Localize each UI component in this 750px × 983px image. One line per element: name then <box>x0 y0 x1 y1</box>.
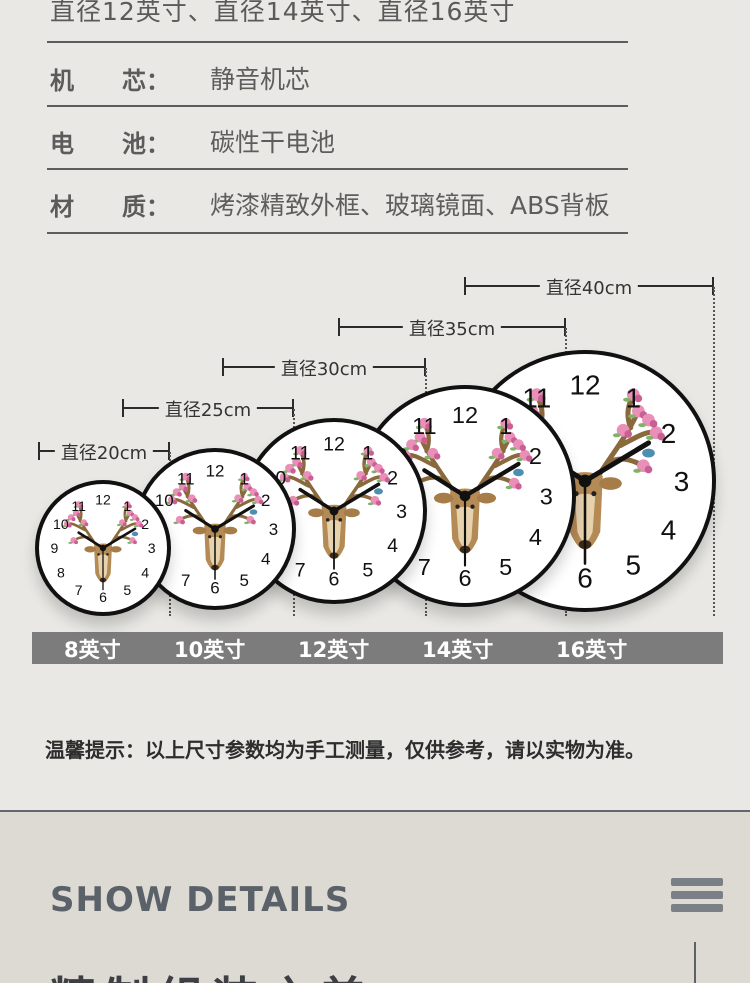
clock-numeral: 3 <box>269 520 278 539</box>
dimension-marker-30: 直径30cm <box>222 355 426 381</box>
clock-numeral: 11 <box>71 498 86 514</box>
clock-numeral: 2 <box>261 491 270 510</box>
divider <box>47 168 628 170</box>
section-title: 精制组装之美 <box>50 963 374 983</box>
clock-numeral: 12 <box>569 370 600 401</box>
clock-numeral: 6 <box>577 563 593 594</box>
dimension-label: 直径40cm <box>539 274 639 300</box>
measurement-note: 温馨提示：以上尺寸参数均为手工测量，仅供参考，请以实物为准。 <box>45 738 645 762</box>
clock-numeral: 11 <box>290 443 310 465</box>
clock-numeral: 2 <box>387 467 398 489</box>
size-label: 16英寸 <box>556 638 628 662</box>
clock-numeral: 2 <box>529 443 542 469</box>
size-label-band <box>32 632 723 664</box>
dimension-label: 直径30cm <box>274 355 374 381</box>
clock-numeral: 11 <box>177 469 195 488</box>
clock-numeral: 10 <box>155 491 174 510</box>
clock-numeral: 7 <box>181 571 190 590</box>
clock-numeral: 7 <box>75 582 83 598</box>
dimension-marker-40: 直径40cm <box>464 274 714 300</box>
dimension-marker-35: 直径35cm <box>338 315 566 341</box>
clock-numeral: 2 <box>661 418 677 449</box>
clock-numeral: 12 <box>95 491 111 507</box>
clock-numeral: 10 <box>53 516 69 532</box>
clock-numeral: 1 <box>499 413 512 439</box>
clock-numeral: 5 <box>123 582 131 598</box>
clock-numeral: 1 <box>625 383 641 414</box>
size-label: 8英寸 <box>64 638 121 662</box>
dimension-marker-20: 直径20cm <box>38 439 170 465</box>
clock-numeral: 3 <box>148 540 156 556</box>
clock-numeral: 1 <box>362 443 373 465</box>
dimension-label: 直径35cm <box>402 315 502 341</box>
divider <box>47 105 628 107</box>
clock-numeral: 1 <box>123 498 131 514</box>
spec-value: 碳性干电池 <box>210 128 336 157</box>
clock-numeral: 4 <box>529 524 542 550</box>
clock-numeral: 4 <box>387 535 398 557</box>
dimension-marker-25: 直径25cm <box>122 396 294 422</box>
size-label: 12英寸 <box>298 638 370 662</box>
clock-numeral: 6 <box>99 589 107 605</box>
clock-numeral: 1 <box>240 469 249 488</box>
clock-numeral: 12 <box>323 433 345 455</box>
spec-value: 静音机芯 <box>210 65 311 94</box>
section-heading: SHOW DETAILS <box>50 880 351 920</box>
menu-lines-icon <box>671 878 723 912</box>
clock-numeral: 3 <box>674 466 690 497</box>
dimension-label: 直径20cm <box>54 439 154 465</box>
clock-numeral: 9 <box>50 540 58 556</box>
clock-numeral: 6 <box>458 565 471 591</box>
clock-numeral: 4 <box>661 514 677 545</box>
spec-label: 电 池： <box>50 129 170 158</box>
details-section <box>0 810 750 983</box>
spec-row-material: 材 质： 烤漆精致外框、玻璃镜面、ABS背板 <box>50 184 610 224</box>
clock-numeral: 11 <box>412 413 436 439</box>
dimension-label: 直径25cm <box>158 396 258 422</box>
clock-numeral: 4 <box>141 564 149 580</box>
spec-row-battery: 电 池： 碳性干电池 <box>50 121 335 161</box>
clock-numeral: 7 <box>418 554 431 580</box>
clock-numeral: 3 <box>396 501 407 523</box>
spec-row-movement: 机 芯： 静音机芯 <box>50 58 310 98</box>
clock-numeral: 12 <box>206 462 225 481</box>
size-options-line: 直径12英寸、直径14英寸、直径16英寸 <box>50 0 516 26</box>
size-label: 10英寸 <box>174 638 246 662</box>
vertical-divider <box>694 942 696 983</box>
spec-value: 烤漆精致外框、玻璃镜面、ABS背板 <box>210 191 610 220</box>
spec-label: 材 质： <box>50 192 170 221</box>
clock-numeral: 5 <box>240 571 249 590</box>
clock-numeral: 6 <box>329 569 340 591</box>
clock-numeral: 12 <box>452 402 478 428</box>
divider <box>47 232 628 234</box>
size-label: 14英寸 <box>422 638 494 662</box>
guide-line <box>713 287 715 616</box>
clock-numeral: 5 <box>499 554 512 580</box>
clock-numeral: 6 <box>210 579 219 598</box>
clock-numeral: 7 <box>295 560 306 582</box>
spec-label: 机 芯： <box>50 66 170 95</box>
clock-numeral: 5 <box>625 550 641 581</box>
divider <box>47 41 628 43</box>
clock-numeral: 2 <box>141 516 149 532</box>
clock-numeral: 3 <box>540 484 553 510</box>
clock-numeral: 4 <box>261 549 270 568</box>
clock-numeral: 5 <box>362 560 373 582</box>
clock-numeral: 8 <box>57 564 65 580</box>
